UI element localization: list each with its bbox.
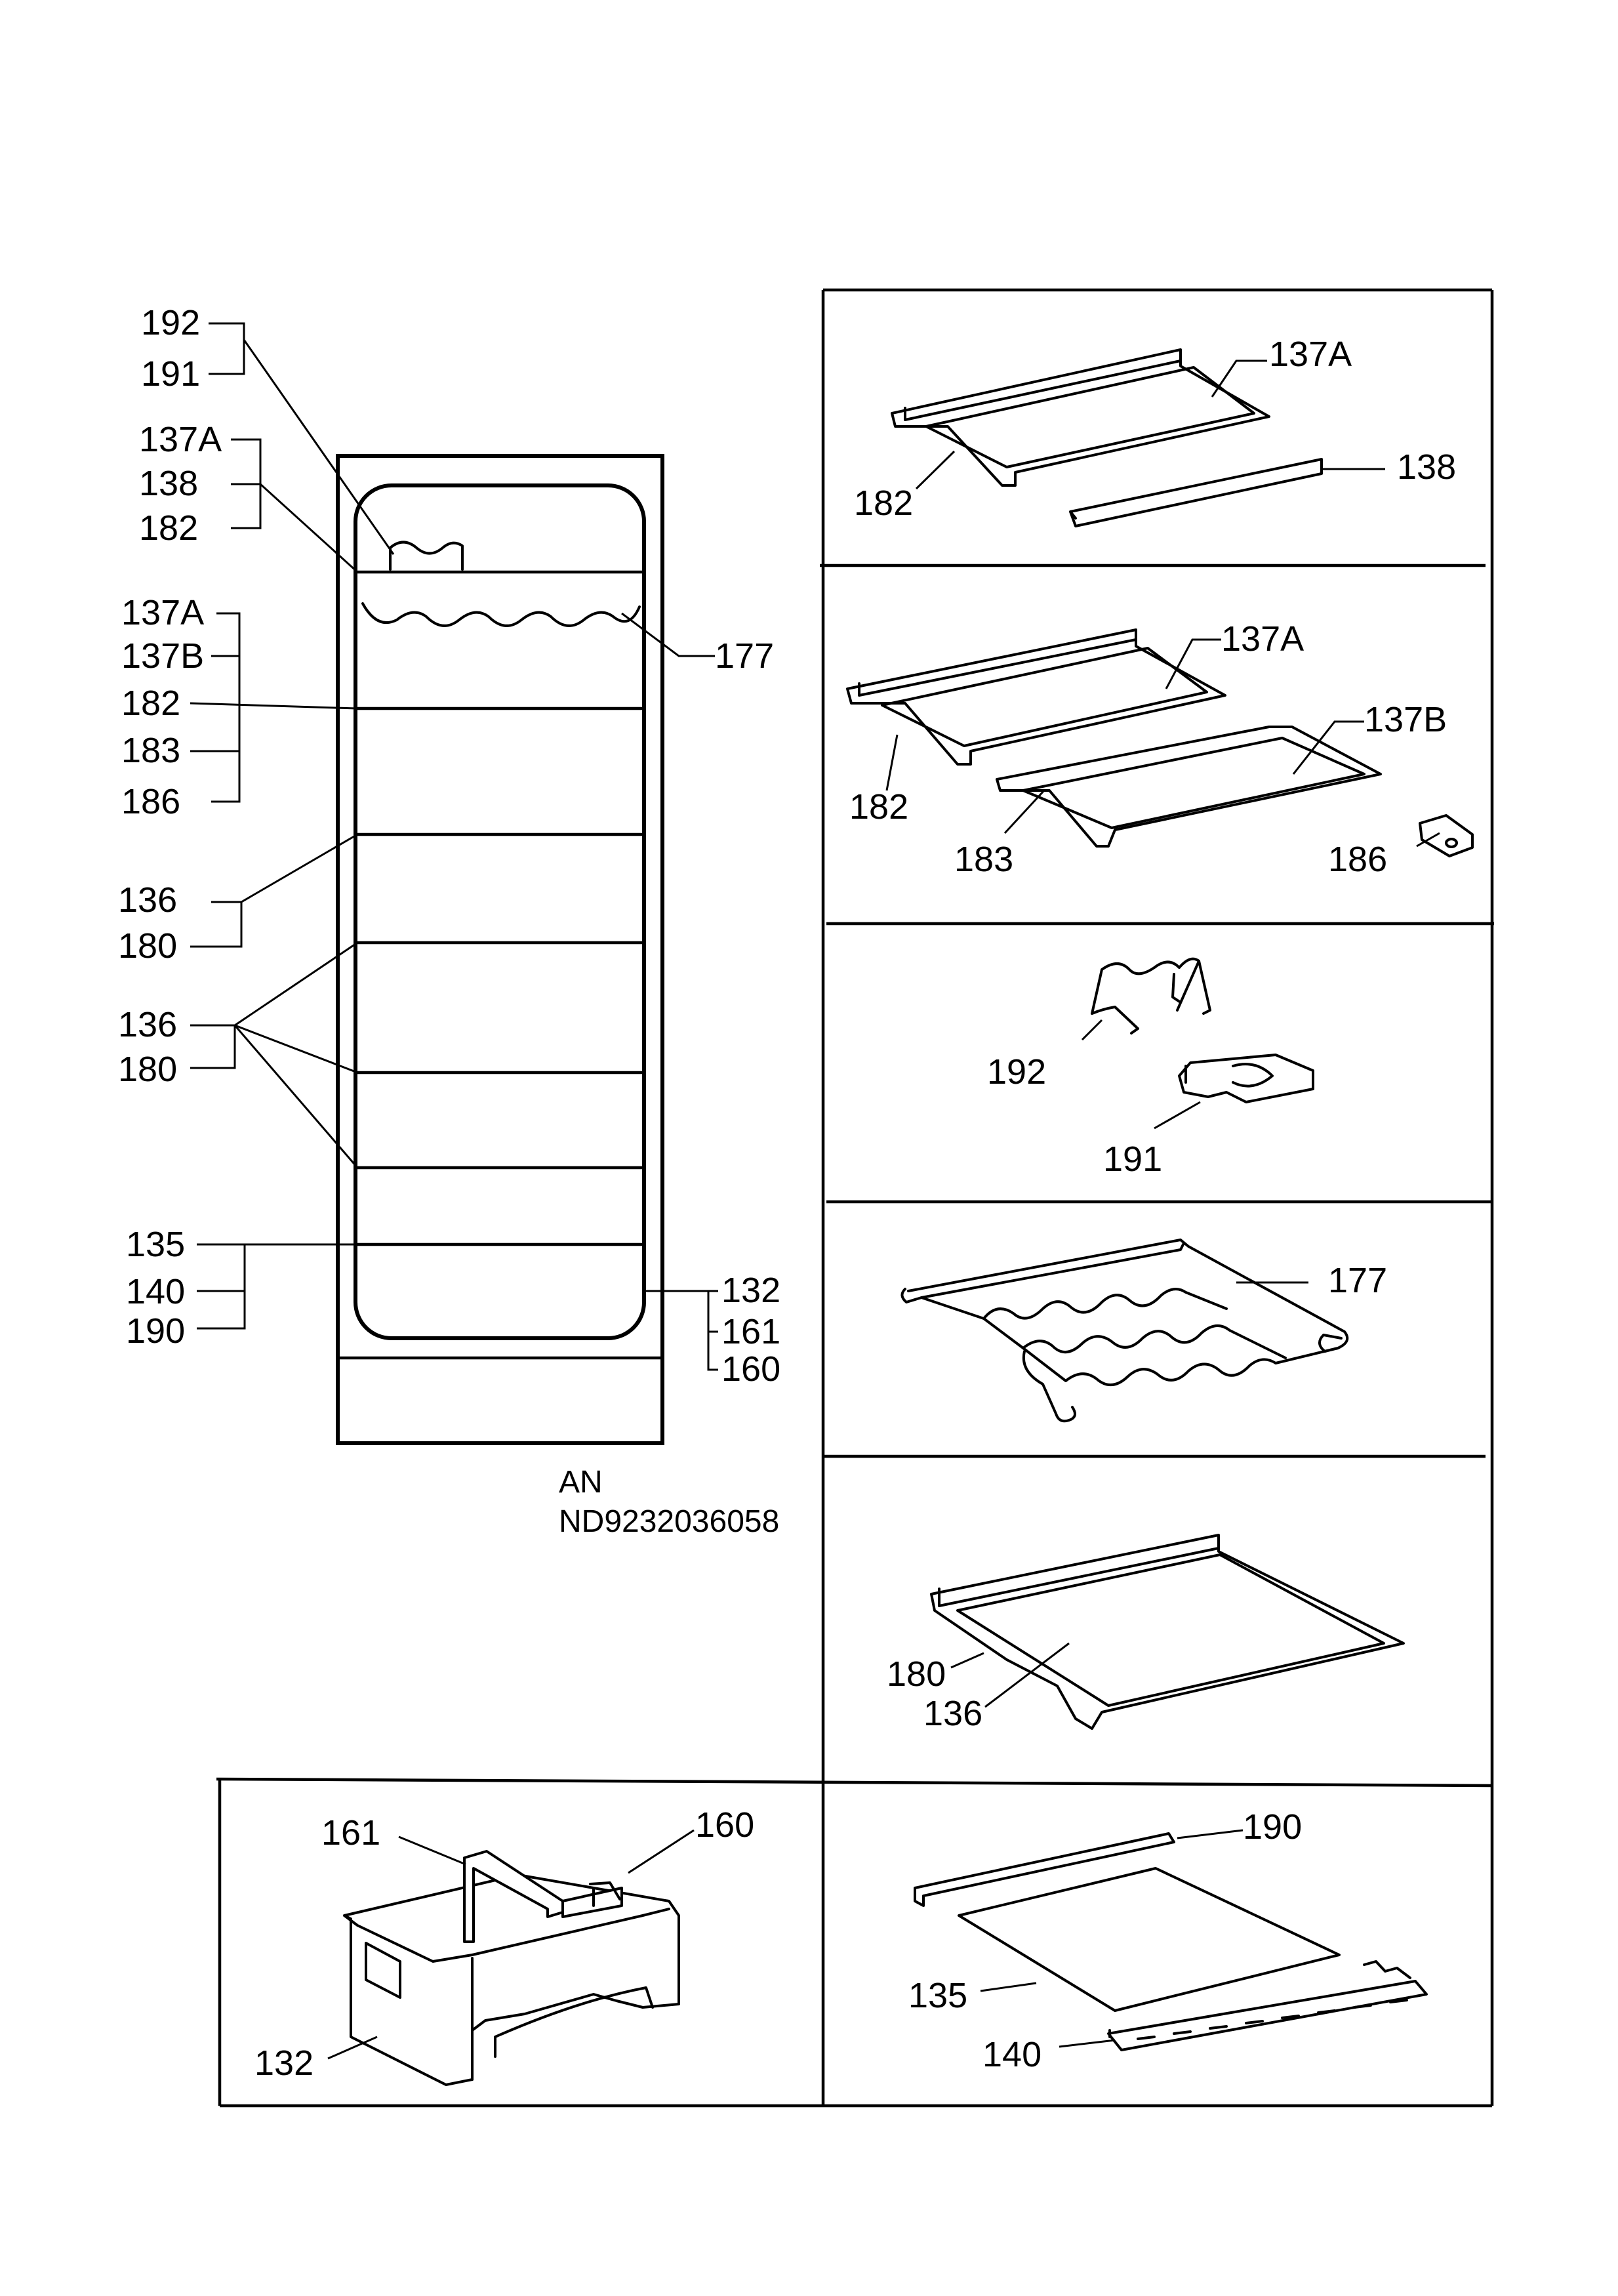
- callout-135: 135: [126, 1225, 185, 1264]
- callout-132: 132: [721, 1271, 780, 1310]
- callout-182: 182: [121, 684, 180, 723]
- callout-192: 192: [141, 303, 200, 342]
- cabinet-overview: [336, 454, 664, 1445]
- panel-7-label-132: 132: [254, 2043, 313, 2083]
- panel-7-drawer: 161 160 132: [254, 1805, 754, 2086]
- panel-3-label-192: 192: [987, 1052, 1046, 1092]
- panel-4-label-177: 177: [1328, 1261, 1387, 1300]
- panel-2-label-183: 183: [954, 840, 1013, 879]
- callout-180: 180: [118, 926, 177, 966]
- callout-137a: 137A: [121, 593, 204, 632]
- callout-136: 136: [118, 1005, 177, 1044]
- panel-2-label-137a: 137A: [1221, 619, 1304, 659]
- model-code-line1: AN: [559, 1465, 603, 1500]
- callout-191: 191: [141, 354, 200, 394]
- panel-2-split-shelf: 137A 137B 182 183 186: [846, 619, 1474, 879]
- panel-frames: [216, 288, 1494, 2108]
- overview-leader-lines: [190, 322, 718, 1371]
- panel-2-label-182: 182: [849, 787, 908, 827]
- panel-6-bottom-plate: 190 135 140: [908, 1807, 1428, 2074]
- panel-6-label-135: 135: [908, 1976, 967, 2015]
- callout-186: 186: [121, 782, 180, 821]
- model-code-line2: ND9232036058: [559, 1504, 779, 1539]
- callout-190: 190: [126, 1311, 185, 1351]
- callout-182: 182: [139, 508, 198, 548]
- callout-136: 136: [118, 880, 177, 920]
- panel-2-label-137b: 137B: [1364, 700, 1447, 739]
- callout-137b: 137B: [121, 636, 204, 676]
- panel-4-wine-rack: 177: [900, 1239, 1387, 1423]
- panel-5-label-136: 136: [923, 1694, 982, 1733]
- panel-1-label-137a: 137A: [1269, 335, 1352, 374]
- panel-2-label-186: 186: [1328, 840, 1387, 879]
- panel-1-label-182: 182: [854, 483, 913, 523]
- callout-140: 140: [126, 1272, 185, 1311]
- panel-3-label-191: 191: [1103, 1139, 1162, 1179]
- callout-180: 180: [118, 1050, 177, 1089]
- panel-5-label-180: 180: [887, 1654, 946, 1694]
- callout-161: 161: [721, 1312, 780, 1351]
- callout-160: 160: [721, 1349, 780, 1389]
- panel-6-label-190: 190: [1243, 1807, 1302, 1847]
- panel-3-wire-holder: 192 191: [987, 957, 1314, 1179]
- panel-5-glass-shelf: 180 136: [887, 1534, 1405, 1733]
- callout-183: 183: [121, 731, 180, 770]
- panel-7-label-161: 161: [321, 1813, 380, 1853]
- callout-177: 177: [715, 636, 774, 676]
- panel-6-label-140: 140: [982, 2035, 1042, 2074]
- overview-labels: 192 191 137A 138 182 137A 137B 182 183 1…: [118, 303, 780, 1539]
- panel-1-shelf-and-trim: 137A 138 182: [854, 335, 1456, 527]
- callout-137a: 137A: [139, 420, 222, 459]
- callout-138: 138: [139, 464, 198, 503]
- panel-1-label-138: 138: [1397, 447, 1456, 487]
- panel-7-label-160: 160: [695, 1805, 754, 1845]
